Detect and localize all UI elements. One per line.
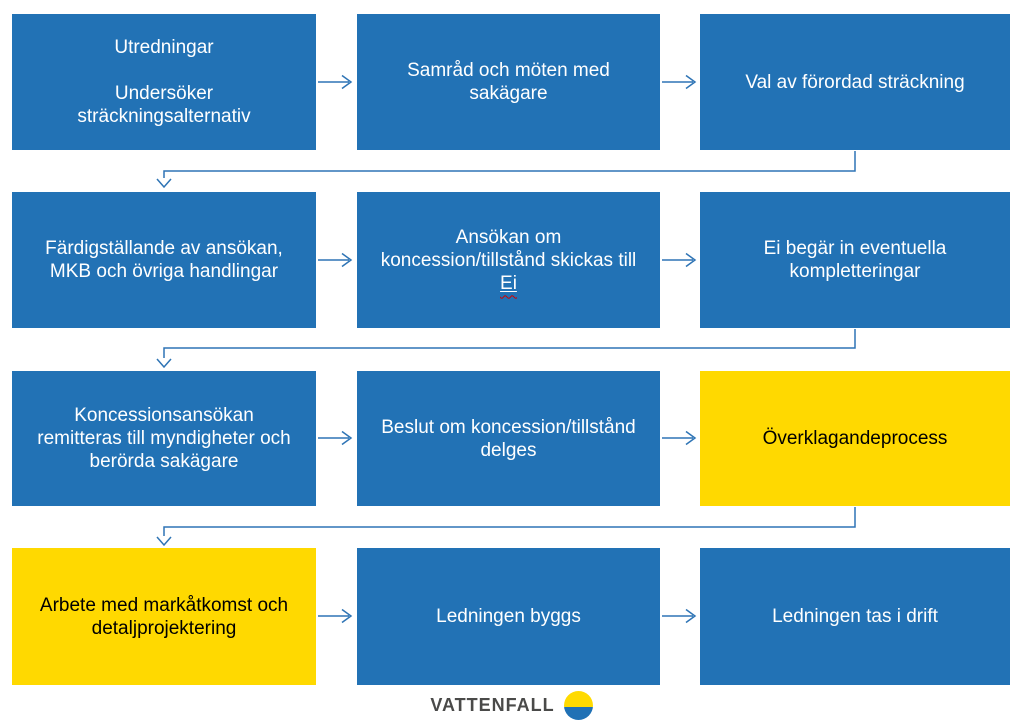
- arrow-right-icon: [662, 608, 697, 624]
- arrow-right-icon: [318, 74, 353, 90]
- box-label: Ansökan om koncession/tillstånd skickas …: [381, 226, 637, 295]
- spellcheck-underline: Ei: [500, 273, 517, 294]
- flow-box-overklagandeprocess: Överklagandeprocess: [700, 371, 1010, 506]
- box-label: Överklagandeprocess: [762, 428, 948, 449]
- flow-box-koncessionsansokan-remitteras: Koncessionsansökan remitteras till myndi…: [12, 371, 316, 506]
- box-label: Beslut om koncession/tillstånd delges: [381, 416, 636, 461]
- box-label: Ledningen byggs: [436, 606, 581, 627]
- flow-box-ansokan-skickas: Ansökan om koncession/tillstånd skickas …: [357, 192, 660, 328]
- vattenfall-logo-text: VATTENFALL: [430, 695, 555, 715]
- box-label: Ei begär in eventuella kompletteringar: [763, 238, 947, 282]
- flow-box-samrad: Samråd och möten med sakägare: [357, 14, 660, 150]
- vattenfall-logo: VATTENFALL: [0, 691, 1023, 720]
- vattenfall-logo-icon: [563, 691, 593, 720]
- flow-box-ei-begar-kompletteringar: Ei begär in eventuella kompletteringar: [700, 192, 1010, 328]
- arrow-right-icon: [662, 430, 697, 446]
- arrow-right-icon: [318, 430, 353, 446]
- elbow-arrow-down-icon: [156, 507, 856, 547]
- flow-box-beslut-delges: Beslut om koncession/tillstånd delges: [357, 371, 660, 506]
- flow-box-markatkomst: Arbete med markåtkomst och detaljprojekt…: [12, 548, 316, 685]
- box-label-ei: Ei: [500, 272, 517, 294]
- arrow-right-icon: [318, 608, 353, 624]
- elbow-arrow-down-icon: [156, 329, 856, 369]
- box-label: Utredningar Undersöker sträckningsaltern…: [77, 37, 251, 127]
- flow-box-ledningen-byggs: Ledningen byggs: [357, 548, 660, 685]
- arrow-right-icon: [318, 252, 353, 268]
- box-label-main: Ansökan om koncession/tillstånd skickas …: [380, 226, 637, 271]
- flow-box-utredningar: Utredningar Undersöker sträckningsaltern…: [12, 14, 316, 150]
- box-label: Färdigställande av ansökan, MKB och övri…: [45, 238, 283, 282]
- box-label: Val av förordad sträckning: [745, 71, 965, 93]
- flow-box-fardigstallande: Färdigställande av ansökan, MKB och övri…: [12, 192, 316, 328]
- arrow-right-icon: [662, 74, 697, 90]
- box-label: Arbete med markåtkomst och detaljprojekt…: [39, 594, 289, 639]
- arrow-right-icon: [662, 252, 697, 268]
- flow-box-val-av-strackning: Val av förordad sträckning: [700, 14, 1010, 150]
- box-label: Samråd och möten med sakägare: [407, 60, 610, 104]
- elbow-arrow-down-icon: [156, 151, 856, 189]
- box-label: Koncessionsansökan remitteras till myndi…: [37, 405, 291, 472]
- flow-box-ledningen-tas-i-drift: Ledningen tas i drift: [700, 548, 1010, 685]
- box-label: Ledningen tas i drift: [772, 606, 938, 627]
